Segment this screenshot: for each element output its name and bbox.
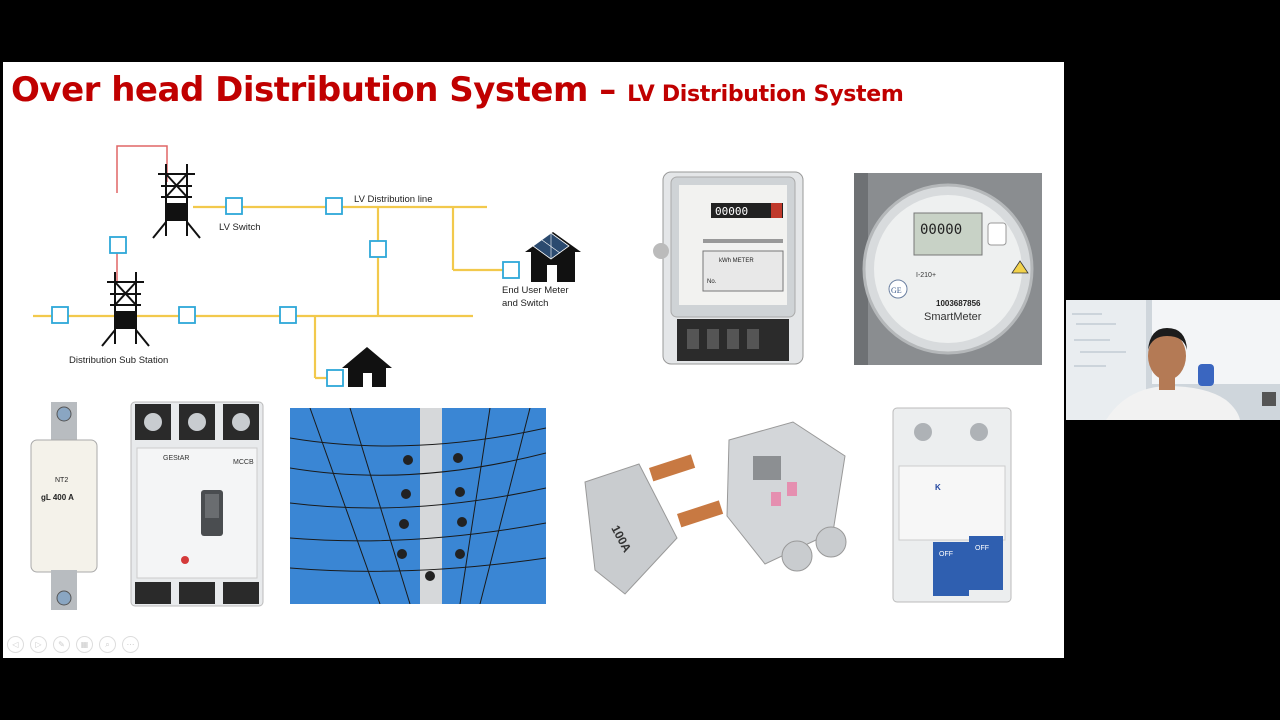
smart-brand: SmartMeter: [924, 311, 982, 323]
transformer-pole-icon: [153, 164, 200, 238]
lv-line-label: LV Distribution line: [354, 194, 433, 205]
mccb-label: MCCB: [233, 459, 254, 466]
pen-tool-icon[interactable]: ✎: [53, 636, 70, 653]
mcb-off-label: OFF: [939, 551, 953, 558]
ge-logo: GE: [891, 286, 902, 295]
switch-box: [110, 237, 126, 253]
house-icon: [342, 347, 392, 387]
end-user-label-line2: and Switch: [502, 298, 548, 309]
slide-grid-icon[interactable]: ▦: [76, 636, 93, 653]
smart-model: I-210+: [916, 272, 936, 279]
smart-serial: 1003687856: [936, 299, 981, 308]
next-slide-icon[interactable]: ▷: [30, 636, 47, 653]
more-options-icon[interactable]: ⋯: [122, 636, 139, 653]
solar-house-icon: [525, 232, 581, 282]
kwh-serial-label: No.: [707, 279, 717, 285]
slide-title-sub: LV Distribution System: [627, 82, 903, 107]
substation-pole-icon: [102, 272, 149, 346]
switch-box: [226, 198, 242, 214]
hrc-fuse-photo: NT2 gL 400 A: [23, 400, 105, 612]
lv-switch-label: LV Switch: [219, 222, 261, 233]
end-user-label-line1: End User Meter: [502, 285, 569, 296]
lv-distribution-diagram: LV Switch LV Distribution line End User …: [3, 62, 603, 402]
zoom-icon[interactable]: ⌕: [99, 636, 116, 653]
presenter-webcam: [1066, 300, 1280, 420]
svg-text:K: K: [935, 483, 941, 492]
switch-box: [327, 370, 343, 386]
presenter-video-frame: [1066, 300, 1280, 420]
mcb-off-label: OFF: [975, 545, 989, 552]
switch-box: [179, 307, 195, 323]
switch-box: [280, 307, 296, 323]
switch-box: [370, 241, 386, 257]
mccb-brand: GEStAR: [163, 455, 189, 462]
hv-feeder-line: [117, 146, 167, 193]
smart-meter-photo: 00000 GE I-210+ 1003687856 SmartMeter: [854, 173, 1042, 365]
presentation-slide: Over head Distribution System – LV Distr…: [3, 62, 1064, 658]
mcb-photo: K OFF OFF: [889, 406, 1017, 604]
smart-reading: 00000: [920, 222, 962, 238]
cutout-fuse-photo: 100A: [581, 420, 853, 596]
switch-box: [52, 307, 68, 323]
mccb-photo: GEStAR MCCB: [129, 400, 265, 608]
previous-slide-icon[interactable]: ◁: [7, 636, 24, 653]
fuse-rating: gL 400 A: [41, 493, 74, 502]
kwh-meter-label: kWh METER: [719, 258, 754, 264]
substation-label: Distribution Sub Station: [69, 355, 168, 366]
overhead-line-pole-photo: [290, 408, 546, 604]
slideshow-controls: ◁ ▷ ✎ ▦ ⌕ ⋯: [7, 636, 139, 653]
fuse-type: NT2: [55, 477, 68, 484]
lv-lines: [33, 207, 505, 378]
switch-box: [326, 198, 342, 214]
kwh-meter-photo: 00000 kWh METER No.: [653, 167, 811, 367]
switch-box: [503, 262, 519, 278]
kwh-reading: 00000: [715, 205, 748, 218]
